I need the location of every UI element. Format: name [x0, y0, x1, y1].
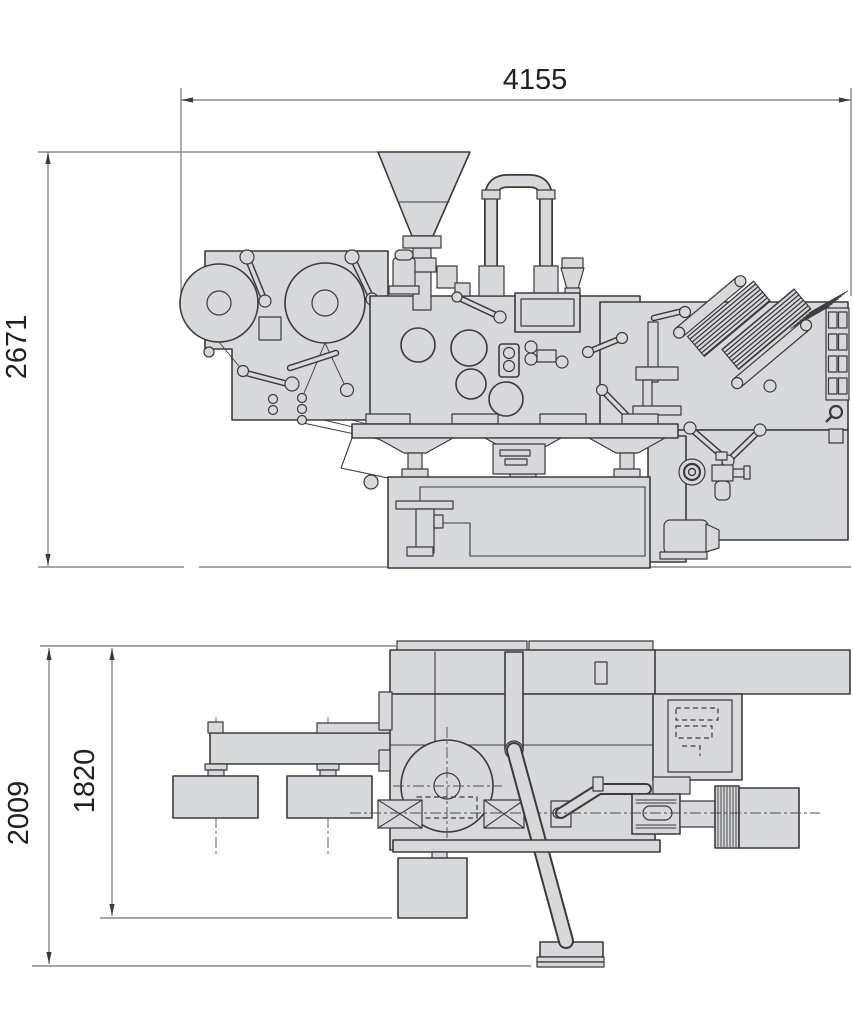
flywheel: [393, 727, 502, 858]
panel-switch: [828, 428, 844, 444]
vacuum-pump: [659, 519, 720, 560]
main-motor: [738, 787, 800, 849]
dim-height-label: 2671: [1, 315, 33, 380]
front-view: 2009 1820: [3, 640, 851, 968]
sealing-table: [340, 413, 679, 490]
machine-base: [387, 476, 651, 569]
dimension-body-height: 1820: [69, 648, 392, 919]
hanging-unit: [397, 857, 468, 919]
blister-stack: [673, 275, 849, 390]
dim-body-height-label: 1820: [69, 749, 101, 814]
sealing-rollers: [400, 291, 569, 417]
control-panel-buttons: [825, 307, 850, 444]
control-display: [514, 292, 581, 333]
reel-outrigger: [172, 717, 394, 856]
stack-guide-roller: [763, 379, 777, 393]
splice-block: [258, 316, 282, 341]
magnifier-icon: [825, 404, 844, 423]
small-funnel: [560, 257, 585, 298]
drive-train: [350, 776, 820, 849]
base-sill: [392, 839, 661, 919]
side-view: 4155 2671: [1, 64, 852, 569]
reel-pad-right: [286, 775, 373, 819]
dimension-total-height: 2009: [3, 645, 396, 964]
top-arm: [652, 649, 851, 695]
air-service-unit: [678, 451, 751, 501]
dimension-overall-height: 2671: [1, 151, 378, 566]
dim-total-height-label: 2009: [3, 781, 35, 846]
film-reel-panel: [179, 249, 389, 426]
dimension-overall-width: 4155: [180, 64, 852, 301]
reel-pad-left: [172, 775, 259, 819]
dim-width-label: 4155: [503, 64, 568, 96]
transfer-pipe: [478, 174, 559, 297]
